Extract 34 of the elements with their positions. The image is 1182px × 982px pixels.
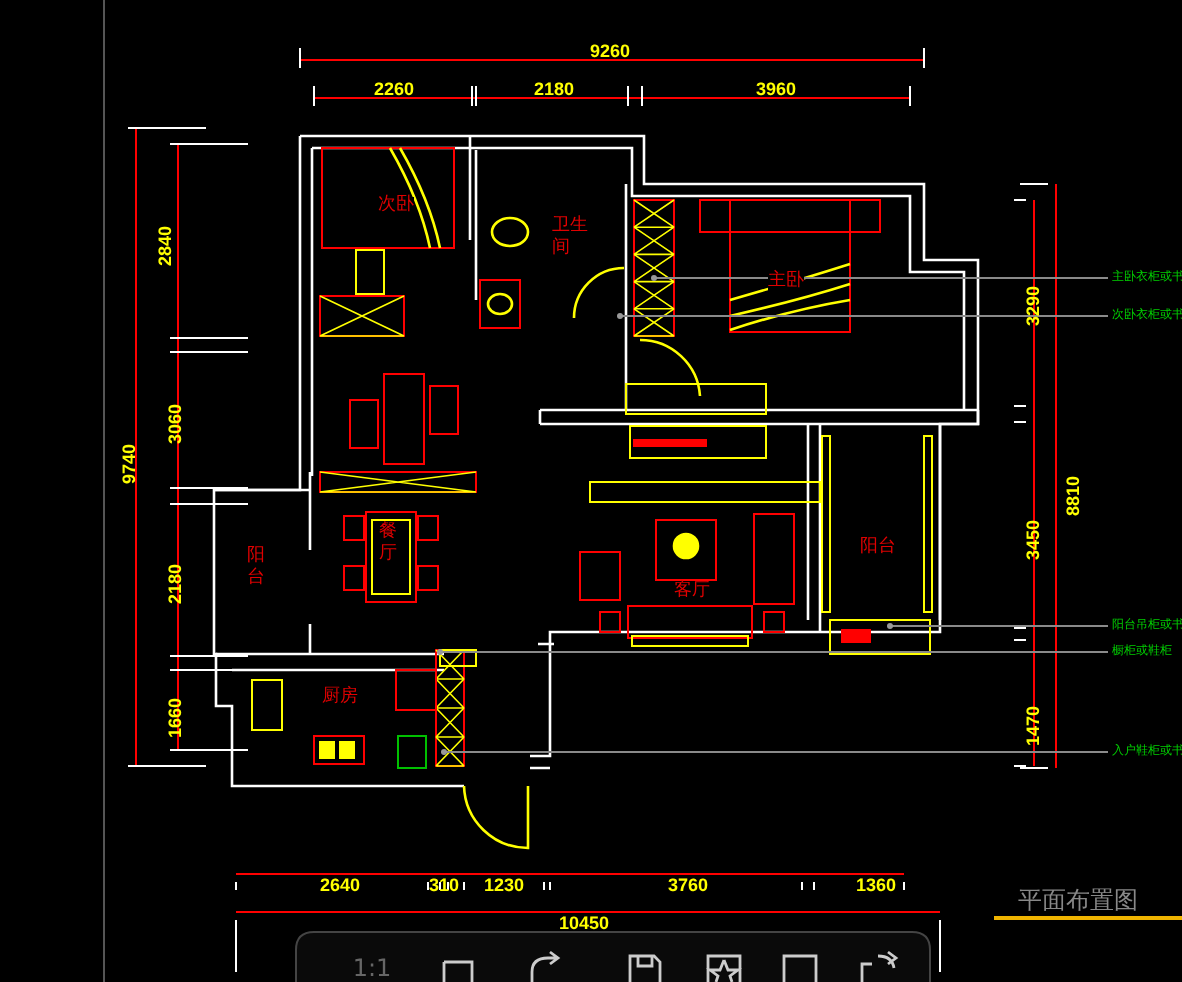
leader-line [443, 751, 1109, 753]
dimension-text: 3760 [667, 877, 709, 895]
dimension-text: 2260 [373, 81, 415, 99]
dimension-text: 2640 [319, 877, 361, 895]
room-label: 次卧 [378, 197, 414, 215]
dimension-text: 8810 [1065, 475, 1083, 517]
dimension-text: 2180 [167, 563, 185, 605]
drawing-title: 平面布置图 [1018, 888, 1138, 912]
room-label: 餐厅 [379, 522, 397, 566]
dimension-text: 310 [428, 877, 460, 895]
room-label: 阳台 [860, 539, 896, 557]
dimension-text: 10450 [558, 915, 610, 933]
dimension-text: 2840 [157, 225, 175, 267]
dimension-text: 1360 [855, 877, 897, 895]
dimension-text: 1470 [1025, 705, 1043, 747]
dimension-text: 9260 [589, 43, 631, 61]
room-label: 卫生间 [552, 216, 588, 260]
dimension-text: 3060 [167, 403, 185, 445]
leader-line [439, 651, 1109, 653]
leader-line [653, 277, 1109, 279]
room-label: 客厅 [674, 583, 710, 601]
dimension-text: 1660 [167, 697, 185, 739]
dimension-text: 2180 [533, 81, 575, 99]
zoom-ratio: 1:1 [352, 956, 392, 980]
dimension-text: 3960 [755, 81, 797, 99]
dimension-text: 3290 [1025, 285, 1043, 327]
dimension-text: 3450 [1025, 519, 1043, 561]
leader-line [889, 625, 1109, 627]
room-label: 主卧 [768, 273, 804, 291]
dimension-text: 9740 [121, 443, 139, 485]
room-label: 阳台 [247, 546, 265, 590]
room-label: 厨房 [322, 689, 358, 707]
dimension-text: 1230 [483, 877, 525, 895]
leader-line [619, 315, 1109, 317]
